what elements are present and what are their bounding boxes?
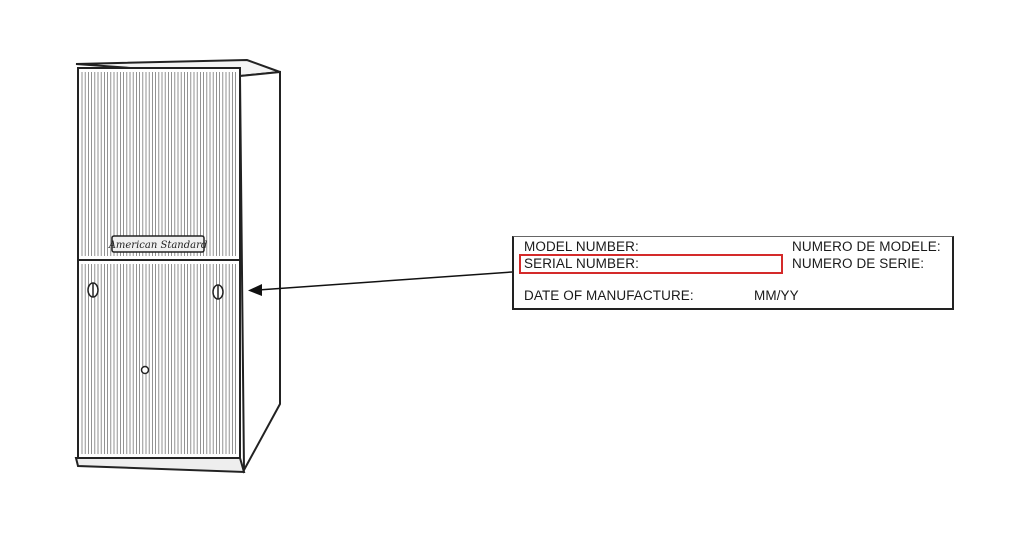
furnace-illustration: American Standard — [74, 58, 281, 474]
serial-number-label: SERIAL NUMBER: — [524, 256, 639, 271]
door-latch-left — [87, 282, 99, 298]
furnace-base — [74, 457, 246, 474]
label-plate: MODEL NUMBER: NUMERO DE MODELE: SERIAL N… — [512, 236, 954, 310]
upper-louvers — [81, 72, 237, 256]
sight-glass — [140, 365, 150, 375]
model-number-label: MODEL NUMBER: — [524, 239, 639, 254]
door-latch-right — [212, 284, 224, 300]
furnace-side-panel — [238, 70, 281, 474]
lower-louvers — [81, 264, 237, 454]
numero-de-serie-label: NUMERO DE SERIE: — [792, 256, 925, 271]
arrow-left-icon — [248, 271, 513, 296]
serial-number-highlight — [519, 254, 783, 274]
date-of-manufacture-label: DATE OF MANUFACTURE: — [524, 288, 694, 303]
brand-logo: American Standard — [108, 240, 208, 251]
date-format-label: MM/YY — [754, 288, 799, 303]
brand-nameplate — [111, 235, 205, 253]
numero-de-modele-label: NUMERO DE MODELE: — [792, 239, 941, 254]
